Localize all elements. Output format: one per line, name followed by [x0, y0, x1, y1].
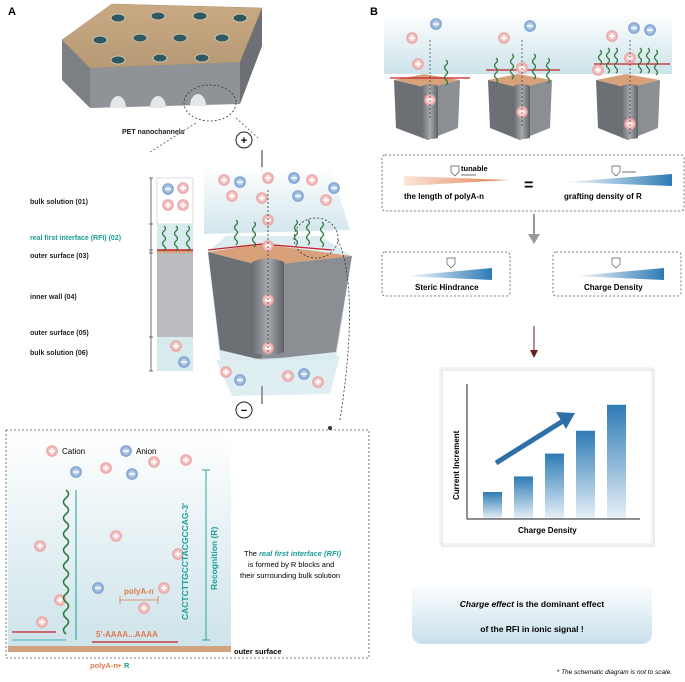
- zoom-line-right: [235, 117, 259, 139]
- bottom-label-polya: polyA-n: [90, 661, 118, 670]
- region-label-05: outer surface (05): [30, 330, 89, 337]
- bar-5: [607, 404, 626, 519]
- zoom-line-left: [149, 122, 197, 153]
- chart-panel: Current Increment Charge Density: [439, 367, 655, 547]
- x-axis-label: Charge Density: [518, 526, 577, 535]
- pore-schematic: + −: [204, 131, 352, 430]
- footnote: * The schematic diagram is not to scale.: [557, 669, 672, 676]
- pore-2: [486, 19, 560, 140]
- region-label-02: real first interface (RFI) (02): [30, 235, 121, 242]
- recognition-label: Recognition (R): [209, 527, 219, 590]
- bar-4: [576, 430, 595, 519]
- pore-3: [591, 21, 670, 140]
- polya-sequence: 5'-AAAA...AAAA: [96, 630, 158, 639]
- polya-length-label: the length of polyA-n: [404, 192, 484, 201]
- conclusion-box: Charge effect is the dominant effect of …: [412, 582, 652, 644]
- polya-label: polyA-n: [124, 587, 154, 596]
- bar-1: [483, 492, 502, 519]
- panel-b-label: B: [370, 6, 378, 18]
- charge-density-box-label: Charge Density: [584, 283, 643, 292]
- conclusion-line2: of the RFI in ionic signal !: [480, 624, 584, 634]
- electrode-negative: [235, 401, 253, 419]
- grafting-density-label: grafting density of R: [564, 192, 642, 201]
- effect-boxes: Steric Hindrance Charge Density: [381, 251, 682, 297]
- legend-anion: Anion: [136, 447, 156, 456]
- recognition-sequence: CACTCTTGCCTACGCCAG-3': [180, 503, 190, 620]
- rfi-description-line1: The real first interface (RFI): [244, 549, 342, 558]
- steric-hindrance-label: Steric Hindrance: [415, 283, 479, 292]
- region-labels: bulk solution (01) real first interface …: [30, 199, 121, 357]
- region-label-01: bulk solution (01): [30, 199, 88, 206]
- zoom-circle: [183, 84, 237, 122]
- outer-surface-label: outer surface: [234, 647, 282, 656]
- arrow-down-grey: [528, 214, 540, 244]
- layer-column: [149, 177, 194, 372]
- bottom-label-r: R: [124, 661, 130, 670]
- bottom-label-plus: +: [117, 661, 122, 670]
- y-axis-label: Current Increment: [452, 430, 461, 500]
- arrow-down-dark: [530, 326, 538, 358]
- rfi-description-line3: their surrounding bulk solution: [240, 571, 340, 580]
- rfi-description-line2: is formed by R blocks and: [248, 560, 334, 569]
- pet-nanochannels-label: PET nanochannels: [122, 129, 185, 136]
- pore-1: [390, 17, 470, 140]
- equals-sign: =: [524, 177, 533, 194]
- conclusion-line1: Charge effect is the dominant effect: [460, 599, 605, 609]
- tunable-box: tunable the length of polyA-n = grafting…: [381, 154, 685, 212]
- electrode-positive-symbol: +: [241, 135, 247, 147]
- electrode-negative-symbol: −: [241, 405, 247, 417]
- legend-cation: Cation: [62, 447, 85, 456]
- region-label-04: inner wall (04): [30, 294, 77, 301]
- panel-a-label: A: [8, 6, 16, 18]
- zoom-box: Cation Anion polyA-n 5'-AAAA...AAAA CACT…: [5, 429, 370, 670]
- tunable-label: tunable: [461, 164, 488, 173]
- bar-2: [514, 476, 533, 519]
- pet-membrane: [61, 3, 263, 108]
- region-label-03: outer surface (03): [30, 253, 89, 260]
- region-label-06: bulk solution (06): [30, 350, 88, 357]
- panel-b-pores: [384, 12, 672, 140]
- electrode-positive: [235, 131, 253, 149]
- bar-3: [545, 453, 564, 519]
- trend-arrow: [494, 412, 575, 466]
- chart-bars: [483, 404, 626, 519]
